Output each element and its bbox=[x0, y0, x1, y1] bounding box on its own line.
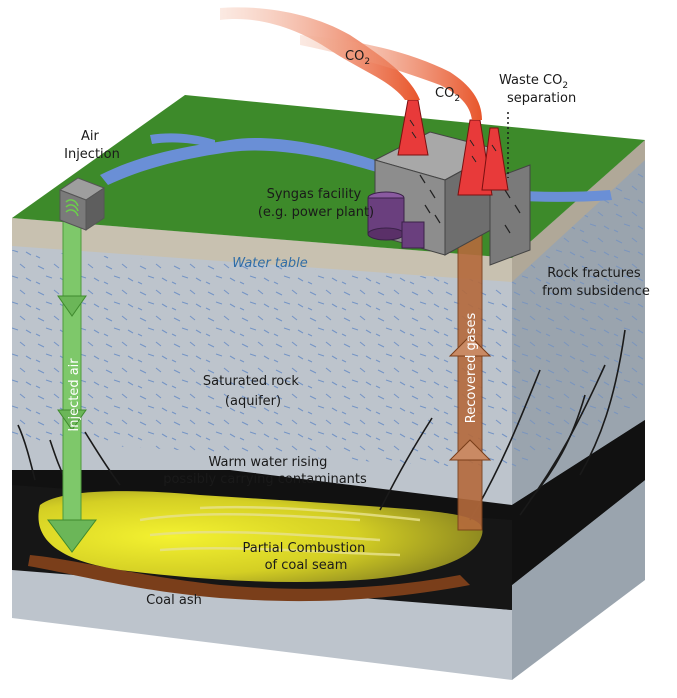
gas-arrow-heads bbox=[448, 335, 492, 461]
recovered-gases-label: Recovered gases bbox=[464, 313, 479, 424]
fan-icon bbox=[65, 199, 79, 217]
stack-marks bbox=[409, 119, 497, 163]
rock-fractures-label: Rock fractures from subsidence bbox=[542, 266, 650, 299]
injected-air-label: Injected air bbox=[67, 358, 82, 432]
air-arrow-heads bbox=[47, 295, 97, 553]
waste-co2-label: Waste CO2 separation bbox=[499, 73, 576, 106]
combustion-streaks bbox=[139, 505, 421, 557]
partial-combustion-label: Partial Combustion of coal seam bbox=[243, 541, 370, 573]
smoke-plume-left bbox=[220, 7, 420, 100]
coal-ash-layer bbox=[28, 555, 470, 602]
air-injection-box-side bbox=[85, 187, 105, 231]
air-injection-label: Air Injection bbox=[64, 129, 120, 162]
stack-right bbox=[481, 127, 509, 191]
co2-label-left: CO2 bbox=[345, 49, 370, 67]
smokestacks bbox=[397, 99, 509, 196]
river bbox=[100, 133, 612, 202]
saturated-rock-label: Saturated rock (aquifer) bbox=[203, 374, 303, 409]
water-table-label: Water table bbox=[232, 256, 308, 271]
soil-band bbox=[12, 218, 512, 282]
coal-ash-label: Coal ash bbox=[146, 593, 202, 608]
co2-label-right: CO2 bbox=[435, 86, 460, 104]
rock-fractures bbox=[17, 329, 626, 521]
side-aquifer-pattern bbox=[512, 160, 645, 470]
aquifer-pattern bbox=[12, 250, 512, 470]
warm-water-label: Warm water rising possibly carrying cont… bbox=[163, 455, 367, 487]
stack-left bbox=[397, 99, 429, 156]
tank-bottom bbox=[367, 227, 405, 241]
soil-band-side bbox=[512, 140, 645, 282]
syngas-label: Syngas facility (e.g. power plant) bbox=[258, 187, 374, 220]
smoke-plume-right bbox=[300, 35, 482, 120]
facility-windows bbox=[419, 174, 521, 234]
tank-small bbox=[401, 221, 425, 249]
